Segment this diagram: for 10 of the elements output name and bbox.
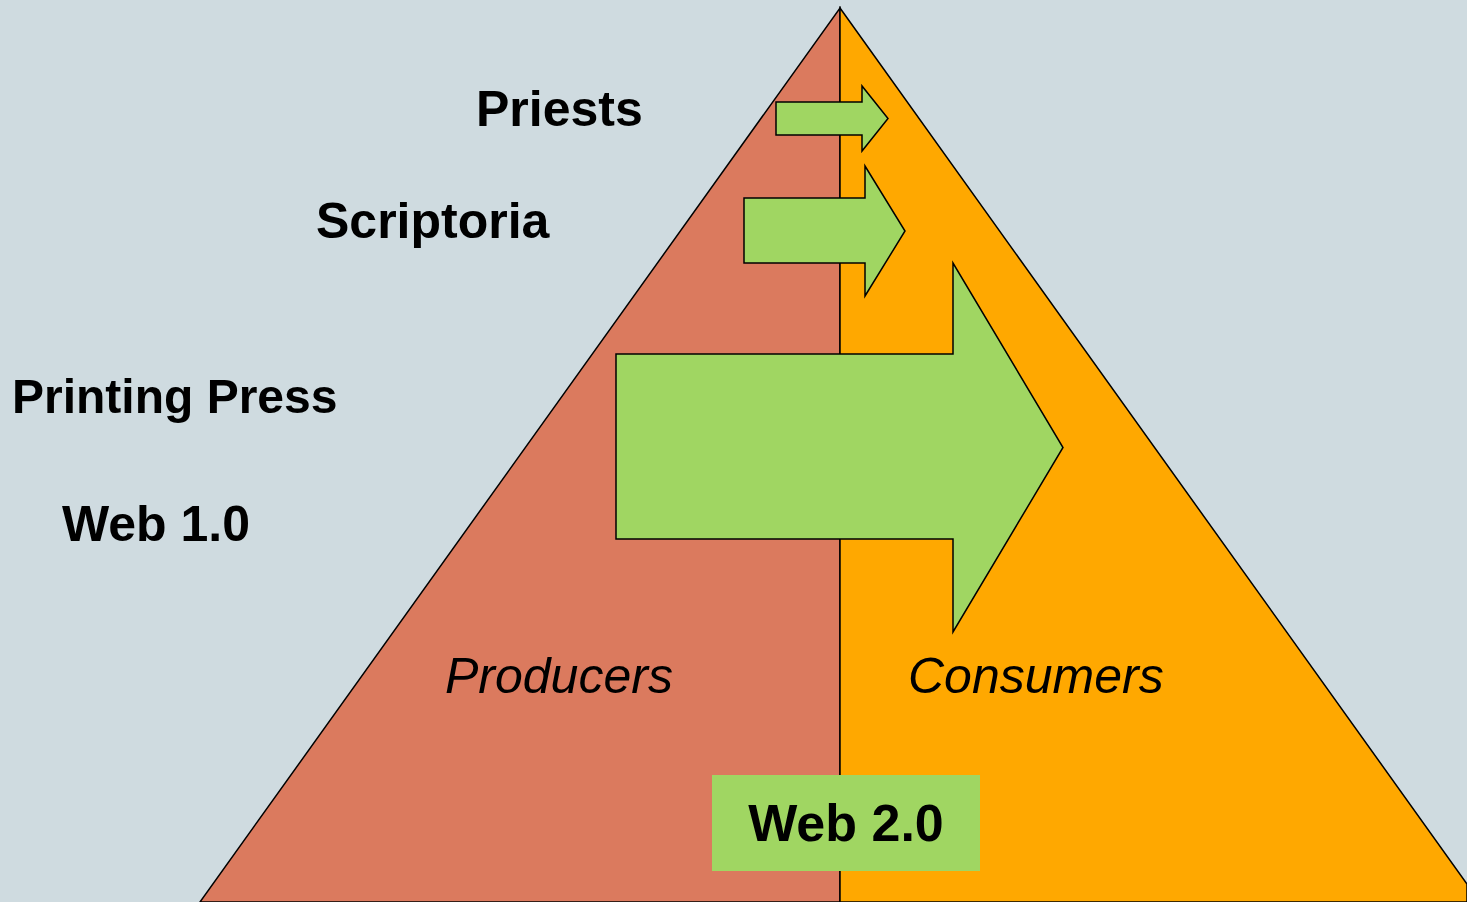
block-arrow [743,163,906,299]
era-label: Priests [476,84,643,134]
group-label: Consumers [908,651,1164,701]
block-arrow [775,83,889,154]
era-label: Web 1.0 [62,499,251,549]
group-label: Producers [445,651,673,701]
web-badge: Web 2.0 [712,775,980,871]
block-arrow [615,260,1064,635]
era-label: Printing Press [12,373,338,421]
era-label: Scriptoria [316,196,550,246]
